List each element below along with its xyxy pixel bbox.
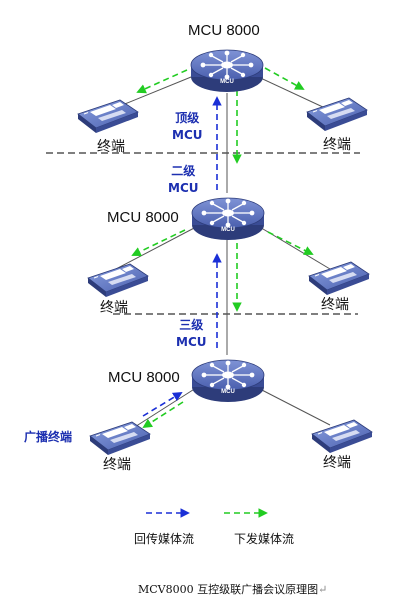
bottom-mcu-badge: MCU — [221, 389, 235, 395]
mid-mcu-label: MCU 8000 — [107, 209, 179, 226]
top-right-terminal-label: 终端 — [323, 137, 351, 153]
mid-left-terminal-icon — [87, 263, 149, 298]
legend-downlink-label: 下发媒体流 — [234, 532, 295, 546]
bottom-mcu-label: MCU 8000 — [108, 369, 180, 386]
return-stream-arrows — [142, 96, 222, 417]
top-left-terminal-label: 终端 — [97, 139, 125, 155]
top-mcu-badge: MCU — [220, 79, 234, 85]
third-level-label: 三级 MCU — [176, 318, 207, 349]
mid-right-terminal-icon — [308, 261, 370, 296]
top-mcu-label: MCU 8000 — [188, 22, 260, 39]
bottom-left-terminal-icon — [89, 421, 151, 456]
paragraph-mark: ↵ — [318, 583, 328, 596]
bottom-left-terminal-label: 终端 — [103, 457, 131, 473]
top-left-terminal-icon — [77, 99, 139, 134]
mid-mcu-icon — [191, 197, 265, 241]
mid-mcu-badge: MCU — [221, 227, 235, 233]
mid-right-terminal-label: 终端 — [321, 297, 349, 313]
downlink-stream-arrows — [131, 67, 314, 429]
legend-return-label: 回传媒体流 — [134, 532, 195, 546]
mid-left-terminal-label: 终端 — [100, 300, 128, 316]
second-level-label: 二级 MCU — [168, 164, 199, 195]
top-right-terminal-icon — [306, 97, 368, 132]
figure-caption: MCV8000 互控级联广播会议原理图↵ — [138, 581, 327, 597]
bottom-mcu-icon — [191, 359, 265, 403]
top-level-label: 顶级 MCU — [172, 111, 203, 142]
top-mcu-icon — [190, 49, 264, 93]
bottom-right-terminal-icon — [311, 419, 373, 454]
broadcast-terminal-label: 广播终端 — [24, 430, 73, 444]
caption-text: MCV8000 互控级联广播会议原理图 — [138, 583, 319, 596]
bottom-right-terminal-label: 终端 — [323, 455, 351, 471]
